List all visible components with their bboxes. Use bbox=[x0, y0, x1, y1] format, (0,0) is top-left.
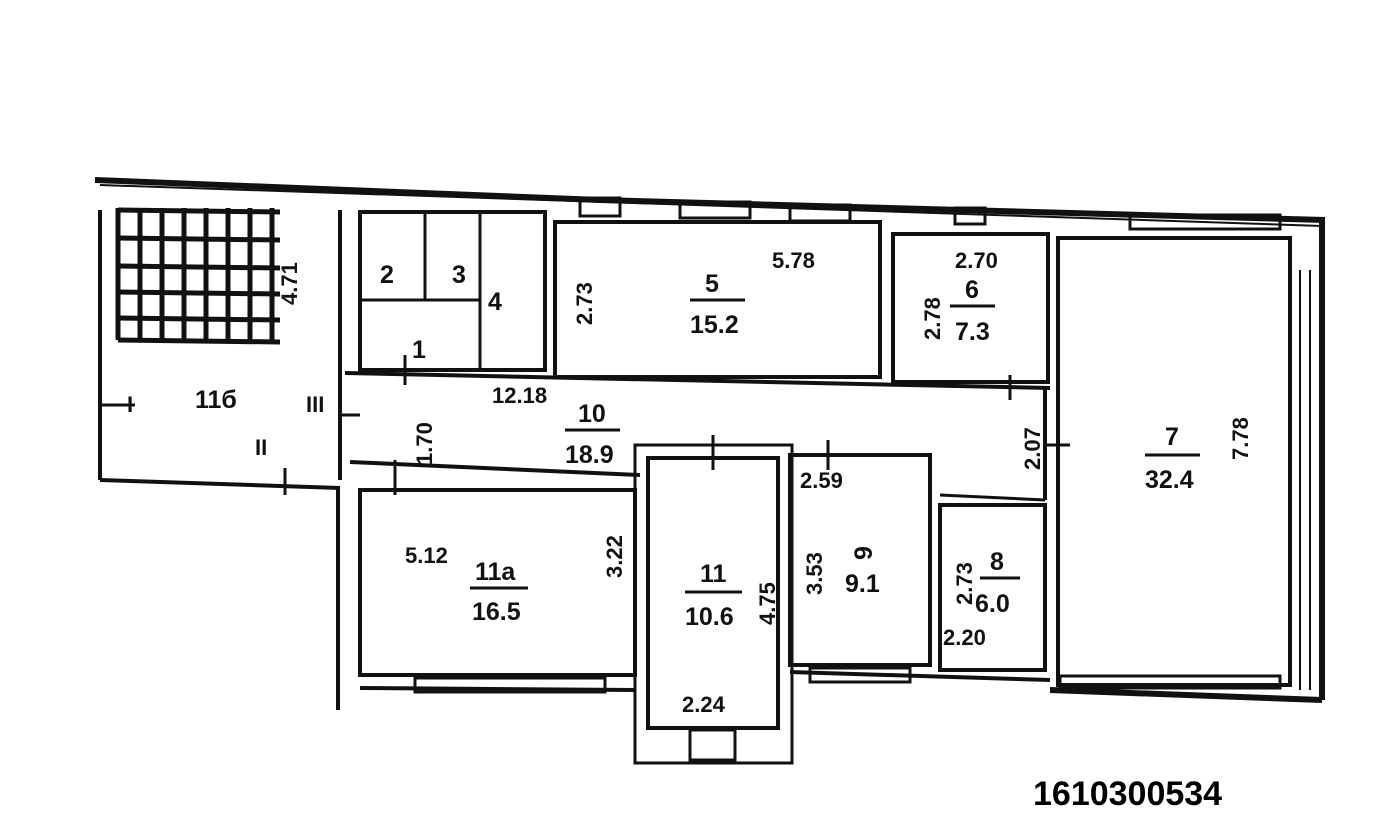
room-9-depth: 3.53 bbox=[802, 552, 827, 595]
room-11a-width: 5.12 bbox=[405, 543, 448, 568]
room-2-number: 2 bbox=[380, 261, 394, 289]
room-5-depth: 2.73 bbox=[572, 282, 597, 325]
room-11-length: 4.75 bbox=[755, 582, 780, 625]
room-11b-length: 4.71 bbox=[277, 262, 302, 305]
room-5-width: 5.78 bbox=[772, 248, 815, 273]
staircase bbox=[115, 207, 281, 345]
room-11-width: 2.24 bbox=[682, 692, 726, 717]
room-9-number: 9 bbox=[850, 546, 878, 560]
room-10-area: 18.9 bbox=[565, 441, 614, 469]
room-5-area: 15.2 bbox=[690, 311, 739, 339]
marker-i: I bbox=[127, 392, 133, 417]
room-11b-number: 11б bbox=[195, 386, 237, 414]
room-10-number: 10 bbox=[578, 400, 606, 428]
room-8-area: 6.0 bbox=[975, 590, 1010, 618]
room-6-area: 7.3 bbox=[955, 318, 990, 346]
room-11-area: 10.6 bbox=[685, 603, 734, 631]
room-10-length: 12.18 bbox=[492, 383, 547, 408]
marker-iii: III bbox=[306, 392, 324, 417]
room-5-number: 5 bbox=[705, 270, 719, 298]
room-7-number: 7 bbox=[1165, 423, 1179, 451]
room-4-number: 4 bbox=[488, 288, 502, 316]
room-6-width: 2.70 bbox=[955, 248, 998, 273]
room-11a-number: 11а bbox=[475, 558, 516, 586]
room-7-length: 7.78 bbox=[1228, 417, 1253, 460]
room-7-area: 32.4 bbox=[1145, 466, 1194, 494]
reference-number: 1610300534 bbox=[1033, 775, 1222, 813]
room-11a-depth: 3.22 bbox=[602, 535, 627, 578]
room-labels: 2 3 4 1 5 15.2 5.78 2.73 2.70 6 7.3 2.78… bbox=[127, 248, 1253, 717]
room-11a-area: 16.5 bbox=[472, 598, 521, 626]
door-marks bbox=[100, 355, 1070, 495]
room-8-depth: 2.73 bbox=[952, 562, 977, 605]
room-10-end-width: 2.07 bbox=[1020, 427, 1045, 470]
room-8-width: 2.20 bbox=[943, 625, 986, 650]
room-6-number: 6 bbox=[965, 276, 979, 304]
windows bbox=[413, 196, 1282, 762]
room-9-area: 9.1 bbox=[845, 570, 880, 598]
room-9-width: 2.59 bbox=[800, 468, 843, 493]
room-10-width: 1.70 bbox=[412, 422, 437, 465]
room-11-number: 11 bbox=[700, 560, 727, 588]
room-3-number: 3 bbox=[452, 261, 466, 289]
room-1-number: 1 bbox=[412, 336, 426, 364]
room-8-number: 8 bbox=[990, 548, 1004, 576]
room-6-depth: 2.78 bbox=[920, 297, 945, 340]
marker-ii: II bbox=[255, 435, 267, 460]
